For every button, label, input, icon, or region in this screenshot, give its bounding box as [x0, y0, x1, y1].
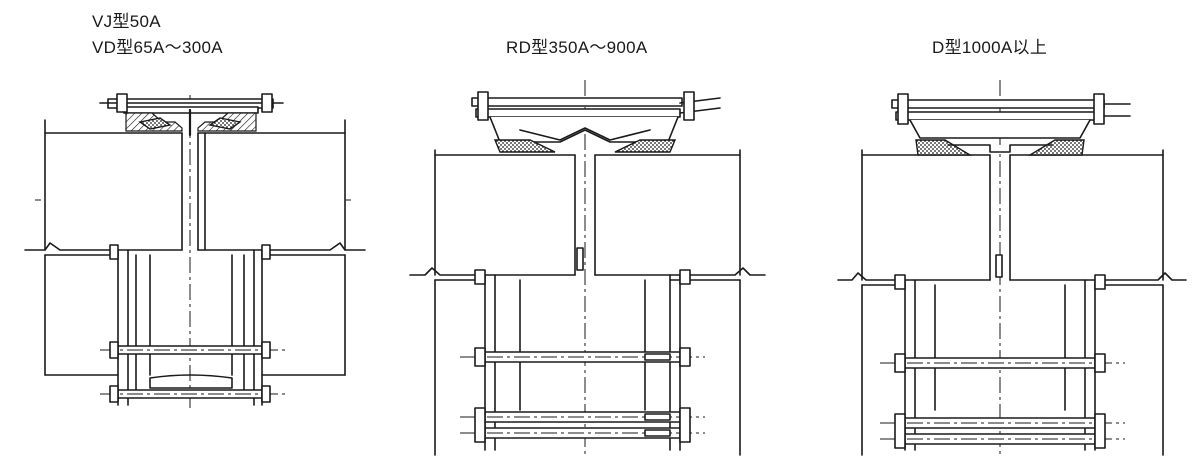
flange-top	[99, 93, 284, 137]
drawing-rd-type	[409, 80, 766, 456]
tie-rods	[100, 244, 285, 406]
flange-top	[891, 93, 1131, 156]
flange-top	[471, 91, 721, 153]
caption-vd-type: VD型65A～300A	[92, 38, 223, 57]
caption-d-type: D型1000A以上	[932, 38, 1048, 57]
pipe-lower	[861, 284, 1164, 456]
tie-rods	[880, 274, 1125, 451]
drawing-vj-vd-type	[24, 93, 366, 410]
pipe-upper	[24, 119, 366, 251]
caption-rd-type: RD型350A～900A	[506, 38, 648, 57]
pipe-lower	[44, 254, 346, 376]
pipe-upper	[837, 149, 1187, 281]
caption-vj-type: VJ型50A	[92, 12, 161, 31]
drawing-d-type	[837, 80, 1187, 456]
tie-rods	[460, 269, 705, 451]
pipe-upper	[409, 149, 766, 276]
